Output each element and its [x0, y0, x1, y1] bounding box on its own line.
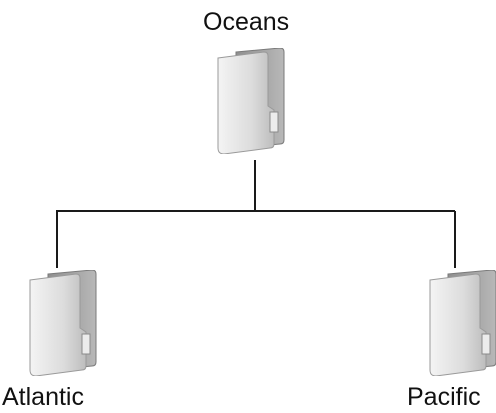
root-node-label: Oceans: [203, 8, 290, 36]
folder-icon[interactable]: [214, 48, 288, 154]
folder-icon[interactable]: [426, 270, 496, 376]
child-node-label-pacific: Pacific: [407, 383, 481, 411]
child-node-label-atlantic: Atlantic: [2, 383, 84, 411]
folder-icon[interactable]: [26, 270, 100, 376]
